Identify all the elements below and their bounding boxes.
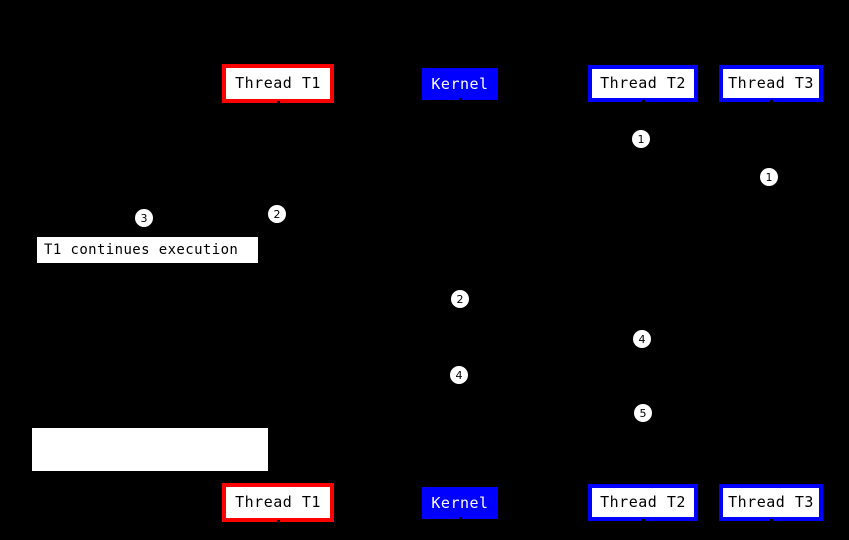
step-number: 2	[273, 207, 281, 221]
step-kernel-2: 2	[451, 290, 469, 308]
lifeline-notch-t3b	[770, 519, 773, 523]
step-t2-5: 5	[634, 404, 652, 422]
note-text: T1 continues execution	[44, 242, 239, 258]
lifeline-t3	[771, 102, 772, 484]
participant-label: Kernel	[431, 493, 489, 512]
participant-box-t2[interactable]: Thread T2	[588, 65, 698, 102]
participant-box-t1b[interactable]: Thread T1	[222, 483, 334, 522]
participant-label: Thread T1	[235, 493, 321, 511]
lifeline-notch-t1	[277, 101, 280, 105]
participant-label: Thread T1	[235, 74, 321, 92]
lifeline-notch-kernel	[459, 98, 462, 102]
participant-label: Thread T2	[600, 74, 686, 92]
step-t1-2: 2	[268, 205, 286, 223]
step-number: 2	[456, 292, 464, 306]
step-kernel-4: 4	[450, 366, 468, 384]
lifeline-notch-t2b	[642, 519, 645, 523]
step-number: 3	[140, 211, 148, 225]
note-blank	[32, 428, 268, 471]
step-t2-1: 1	[632, 130, 650, 148]
step-number: 5	[639, 406, 647, 420]
step-t2-4: 4	[633, 330, 651, 348]
lifeline-notch-t2	[642, 100, 645, 104]
participant-label: Thread T3	[728, 74, 814, 92]
lifeline-notch-kernelb	[459, 517, 462, 521]
step-t1-3: 3	[135, 209, 153, 227]
participant-label: Kernel	[431, 74, 489, 93]
step-number: 1	[765, 170, 773, 184]
lifeline-t2	[643, 102, 644, 484]
participant-box-t2b[interactable]: Thread T2	[588, 484, 698, 521]
step-number: 4	[455, 368, 463, 382]
step-t3-1: 1	[760, 168, 778, 186]
participant-label: Thread T3	[728, 493, 814, 511]
step-number: 1	[637, 132, 645, 146]
participant-label: Thread T2	[600, 493, 686, 511]
step-number: 4	[638, 332, 646, 346]
participant-box-t3b[interactable]: Thread T3	[719, 484, 823, 521]
participant-box-kernelb[interactable]: Kernel	[422, 487, 498, 519]
participant-box-kernel[interactable]: Kernel	[422, 68, 498, 100]
note-t1-continues: T1 continues execution	[37, 237, 258, 263]
lifeline-t1	[278, 103, 279, 483]
participant-box-t3[interactable]: Thread T3	[719, 65, 823, 102]
participant-box-t1[interactable]: Thread T1	[222, 64, 334, 103]
lifeline-notch-t1b	[277, 520, 280, 524]
lifeline-notch-t3	[770, 100, 773, 104]
